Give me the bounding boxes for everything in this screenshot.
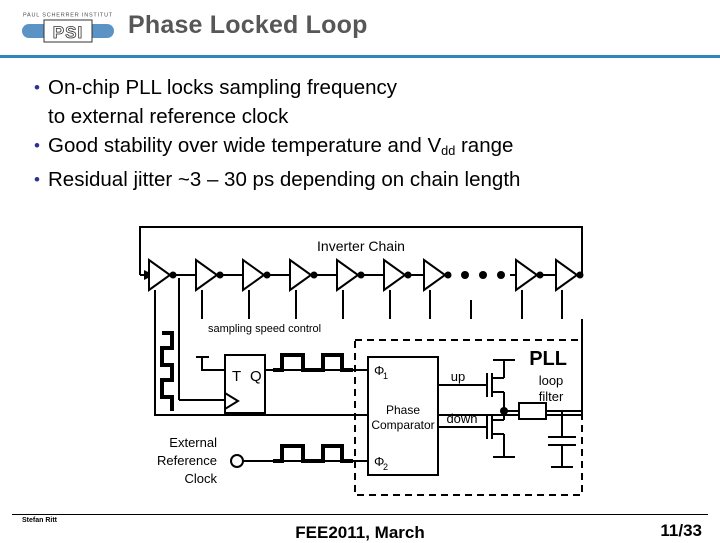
phi1-label: Φ <box>374 363 384 378</box>
inverter-icon <box>195 258 219 292</box>
down-label: down <box>446 411 477 426</box>
footer-page-number: 11/33 <box>660 521 702 540</box>
external-ref-label-line1: External <box>169 435 217 450</box>
list-item-continuation: • to external reference clock <box>26 102 696 131</box>
list-item-text-b: range <box>455 134 514 157</box>
node-dot-icon <box>357 271 365 279</box>
footer-author: Stefan Ritt <box>22 517 57 524</box>
header-divider <box>0 55 720 58</box>
external-ref-label-line2: Reference <box>157 453 217 468</box>
node-dot-icon <box>444 271 452 279</box>
node-dot-icon <box>263 271 271 279</box>
list-item: • Good stability over wide temperature a… <box>26 131 696 165</box>
sampling-tap-lines <box>154 278 563 400</box>
sampling-speed-control-label: sampling speed control <box>208 323 321 335</box>
list-item-label: Residual jitter ~3 – 30 ps depending on … <box>48 167 521 191</box>
inverter-chain-label: Inverter Chain <box>317 238 405 254</box>
external-clock-terminal-icon <box>230 454 244 468</box>
phi1-subscript: 1 <box>383 371 388 381</box>
list-item-text-a: Good stability over wide temperature and… <box>48 134 442 157</box>
phase-comparator-label-line2: Comparator <box>371 418 434 432</box>
loop-filter-label-line1: loop <box>539 373 564 388</box>
inverter-icon <box>336 258 360 292</box>
inverter-icon <box>148 258 172 292</box>
inverter-icon <box>289 258 313 292</box>
node-dot-icon <box>576 271 584 279</box>
inverter-icon <box>423 258 447 292</box>
pmos-transistor-up <box>486 359 515 411</box>
node-dot-icon <box>404 271 412 279</box>
phi2-subscript: 2 <box>383 462 388 472</box>
slide-header: PAUL SCHERRER INSTITUT PSI Phase Locked … <box>0 0 720 58</box>
loop-filter-resistor-icon <box>518 402 547 420</box>
vdd-subscript: dd <box>441 142 456 158</box>
inverter-icon <box>383 258 407 292</box>
phi2-label: Φ <box>374 454 384 469</box>
footer-divider <box>12 514 708 515</box>
reference-clock-waveform <box>273 444 353 463</box>
pll-diagram-svg: Inverter Chain sampling speed control PL… <box>139 226 584 496</box>
up-label: up <box>451 369 465 384</box>
chain-ellipsis-dot-icon <box>461 271 469 279</box>
page-title: Phase Locked Loop <box>128 11 368 39</box>
list-item-label: On-chip PLL locks sampling frequency <box>48 76 398 99</box>
bullet-marker: • <box>34 136 40 155</box>
t-flip-flop <box>179 354 266 414</box>
external-ref-label-line3: Clock <box>184 471 217 486</box>
chain-ellipsis-dot-icon <box>479 271 487 279</box>
sampling-speed-waveform <box>160 331 174 411</box>
node-dot-icon <box>216 271 224 279</box>
bullet-marker: • <box>34 78 40 97</box>
loop-filter-label-line2: filter <box>539 389 564 404</box>
node-dot-icon <box>169 271 177 279</box>
pll-boundary-box <box>354 339 583 496</box>
inverter-icon <box>555 258 579 292</box>
bullet-marker: • <box>34 169 40 189</box>
inverter-icon <box>242 258 266 292</box>
pll-label: PLL <box>529 348 567 370</box>
list-item: • Residual jitter ~3 – 30 ps depending o… <box>26 165 696 194</box>
chain-ellipsis-dot-icon <box>497 271 505 279</box>
inverter-icon <box>515 258 539 292</box>
phase-comparator-box <box>367 356 439 476</box>
footer-conference: FEE2011, March <box>295 523 425 542</box>
node-dot-icon <box>310 271 318 279</box>
list-item-label: to external reference clock <box>48 105 289 128</box>
nmos-transistor-down <box>486 411 515 458</box>
t-flip-flop-t-label: T <box>232 368 241 385</box>
phase-comparator-label-line1: Phase <box>386 403 420 417</box>
loop-filter-capacitor-icon <box>548 411 576 468</box>
psi-logo-caption: PAUL SCHERRER INSTITUT <box>23 13 113 19</box>
list-item: • On-chip PLL locks sampling frequency <box>26 73 696 102</box>
node-dot-icon <box>536 271 544 279</box>
q-waveform <box>273 353 353 372</box>
psi-logo: PAUL SCHERRER INSTITUT PSI <box>22 13 114 43</box>
psi-logo-plate <box>43 19 93 43</box>
psi-logo-wordmark: PSI <box>53 23 83 42</box>
list-item-label: Good stability over wide temperature and… <box>48 131 696 165</box>
pll-block-diagram: Inverter Chain sampling speed control PL… <box>110 215 610 500</box>
bullet-list: • On-chip PLL locks sampling frequency •… <box>26 73 696 194</box>
inverter-stage-group <box>148 258 584 292</box>
t-flip-flop-q-label: Q <box>250 368 262 385</box>
